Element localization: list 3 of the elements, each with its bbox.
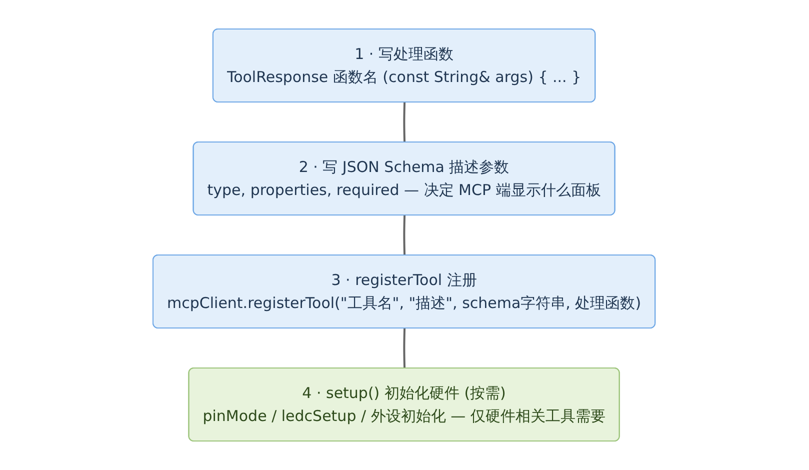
connector [404,215,406,256]
connector [404,328,406,369]
connector [404,102,406,143]
